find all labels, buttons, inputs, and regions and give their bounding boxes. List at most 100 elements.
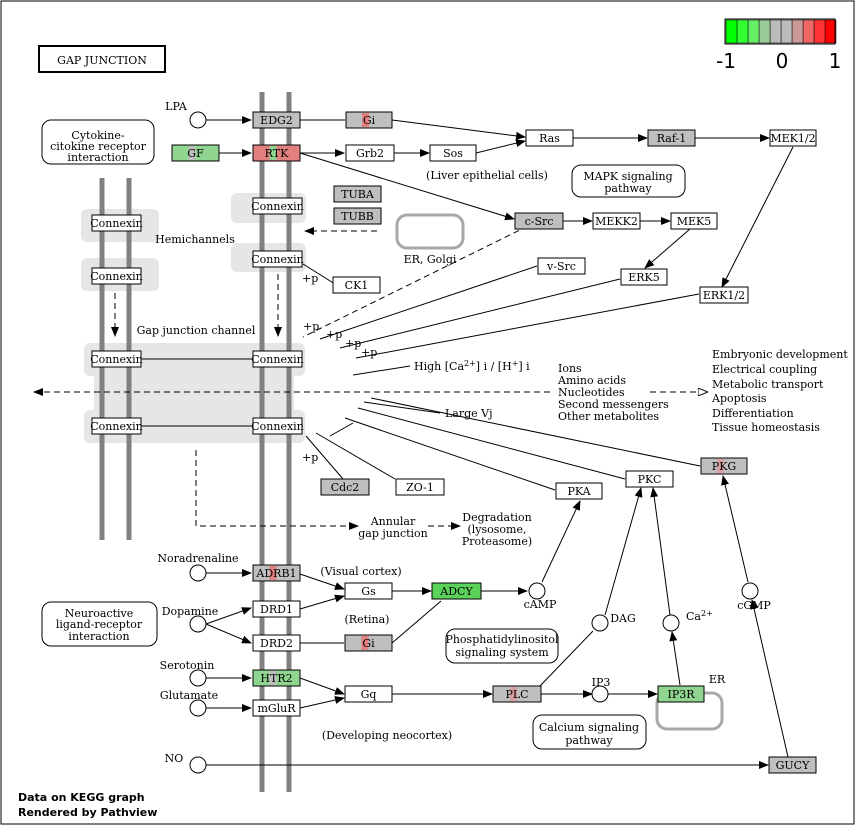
gene-node-gi1[interactable]: Gi (345, 111, 393, 129)
pathway-cytokine[interactable]: Cytokine- citokine receptor interaction (41, 119, 155, 165)
legend-swatch (769, 19, 782, 44)
gene-node-csrc[interactable]: c-Src (514, 212, 564, 230)
gene-node-ck1[interactable]: CK1 (332, 276, 381, 294)
gene-node-ip3r[interactable]: IP3R (657, 685, 705, 703)
gene-node-connexin-label: Connexin (251, 353, 304, 366)
compound-cgmp[interactable] (741, 582, 759, 600)
gene-node-ras[interactable]: Ras (525, 129, 574, 147)
gene-node-pkg[interactable]: PKG (700, 457, 748, 475)
gene-node-mek12[interactable]: MEK1/2 (769, 129, 817, 147)
gene-node-gi2-label: Gi (362, 637, 375, 650)
compound-dag[interactable] (591, 614, 609, 632)
gene-node-pkc[interactable]: PKC (625, 470, 674, 488)
gene-node-cdc2-label: Cdc2 (331, 481, 360, 494)
gene-node-adrb1[interactable]: ADRB1 (252, 564, 301, 582)
gene-node-pka[interactable]: PKA (555, 482, 603, 500)
gene-node-tuba[interactable]: TUBA (333, 185, 382, 203)
compound-ca[interactable] (662, 614, 680, 632)
gene-node-gucy[interactable]: GUCY (768, 756, 817, 774)
gene-node-gq[interactable]: Gq (344, 685, 393, 703)
compound-no[interactable] (189, 756, 207, 774)
legend-swatch (824, 19, 837, 44)
er-label: ER (709, 673, 726, 686)
svg-text:Cytokine-: Cytokine- (71, 129, 124, 142)
phospho-label-5: +p (361, 346, 377, 359)
gene-node-plc[interactable]: PLC (492, 685, 542, 703)
gene-node-connexin-42[interactable]: Connexin (251, 417, 304, 435)
gene-node-cdc2[interactable]: Cdc2 (320, 478, 370, 496)
gene-node-mekk2-label: MEKK2 (595, 215, 638, 228)
svg-text:Phosphatidylinositol: Phosphatidylinositol (445, 633, 559, 646)
gene-node-connexin-41[interactable]: Connexin (90, 417, 143, 435)
degradation-label-3: Proteasome) (462, 535, 532, 548)
pathway-calcium[interactable]: Calcium signaling pathway (532, 714, 647, 750)
effect-electrical-label: Electrical coupling (712, 363, 817, 376)
gene-node-htr2-expression-mark (269, 671, 277, 685)
gene-node-tuba-label: TUBA (341, 188, 375, 201)
pathway-title-text: GAP JUNCTION (57, 54, 147, 67)
gene-node-drd2[interactable]: DRD2 (252, 634, 301, 652)
amino-acids-label: Amino acids (557, 374, 626, 387)
compound-lpa[interactable] (189, 111, 207, 129)
gene-node-grb2[interactable]: Grb2 (345, 144, 395, 162)
gene-node-plc-label: PLC (505, 688, 528, 701)
gene-node-adcy[interactable]: ADCY (431, 582, 482, 600)
gene-node-mekk2[interactable]: MEKK2 (592, 212, 641, 230)
pathway-phosphatidylinositol[interactable]: Phosphatidylinositol signaling system (445, 628, 559, 664)
compound-cgmp-label: cGMP (737, 599, 771, 612)
gene-node-mek12-label: MEK1/2 (770, 132, 815, 145)
gene-node-htr2[interactable]: HTR2 (252, 669, 301, 687)
gene-node-tubb[interactable]: TUBB (333, 207, 382, 225)
second-messengers-label: Second messengers (558, 398, 669, 411)
pathway-title: GAP JUNCTION (38, 45, 166, 73)
gene-node-gf-expression-mark (188, 146, 196, 160)
gene-node-zo1[interactable]: ZO-1 (395, 478, 445, 496)
compound-dopamine[interactable] (189, 615, 207, 633)
compound-serotonin[interactable] (189, 669, 207, 687)
pathway-neuroactive[interactable]: Neuroactive ligand-receptor interaction (41, 601, 158, 647)
gene-node-connexin-37[interactable]: Connexin (251, 197, 304, 215)
phospho-label-3: +p (326, 328, 342, 341)
gene-node-mglur[interactable]: mGluR (252, 699, 301, 717)
gene-node-mek5[interactable]: MEK5 (670, 212, 718, 230)
gene-node-raf1[interactable]: Raf-1 (647, 129, 696, 147)
compound-noradrenaline[interactable] (189, 564, 207, 582)
gene-node-csrc-label: c-Src (525, 215, 554, 228)
gene-node-erk5[interactable]: ERK5 (620, 268, 668, 286)
gene-node-pkc-label: PKC (638, 473, 662, 486)
compound-ip3[interactable] (591, 685, 609, 703)
effect-differentiation-label: Differentiation (712, 407, 794, 420)
compound-glutamate[interactable] (189, 699, 207, 717)
gene-node-connexin-label: Connexin (90, 270, 143, 283)
compound-dag-label: DAG (610, 612, 636, 625)
gene-node-tubb-label: TUBB (341, 210, 374, 223)
gene-node-rtk[interactable]: RTK (252, 144, 301, 162)
gene-node-plc-expression-mark (509, 687, 517, 701)
gene-node-gs[interactable]: Gs (344, 582, 393, 600)
gene-node-erk12[interactable]: ERK1/2 (699, 286, 749, 304)
gene-node-sos-label: Sos (443, 147, 463, 160)
gene-node-edg2[interactable]: EDG2 (252, 111, 301, 129)
gene-node-drd1[interactable]: DRD1 (252, 600, 301, 618)
gene-node-gi2[interactable]: Gi (344, 634, 393, 652)
gene-node-gucy-label: GUCY (776, 759, 810, 772)
annotation-labels: (Liver epithelial cells) ER, Golgi Hemic… (137, 169, 849, 742)
legend-swatch (791, 19, 804, 44)
gene-node-sos[interactable]: Sos (429, 144, 477, 162)
gene-node-connexin-36[interactable]: Connexin (90, 267, 143, 285)
pathway-mapk[interactable]: MAPK signaling pathway (571, 164, 686, 198)
gene-node-zo1-label: ZO-1 (406, 481, 434, 494)
gene-node-connexin-38[interactable]: Connexin (251, 250, 304, 268)
gene-node-gf[interactable]: GF (171, 144, 220, 162)
gene-node-connexin-40[interactable]: Connexin (251, 350, 304, 368)
gene-node-connexin-35[interactable]: Connexin (90, 214, 143, 232)
annular-label-1: Annular (370, 515, 416, 528)
legend-swatch (725, 19, 738, 44)
gene-node-erk12-label: ERK1/2 (703, 289, 745, 302)
svg-text:pathway: pathway (604, 182, 652, 195)
gene-node-gi1-expression-mark (362, 113, 369, 127)
gene-node-connexin-39[interactable]: Connexin (90, 350, 143, 368)
gene-node-vsrc[interactable]: v-Src (537, 257, 586, 275)
compound-ca-label: Ca2+ (686, 609, 713, 623)
compound-camp[interactable] (528, 582, 546, 600)
